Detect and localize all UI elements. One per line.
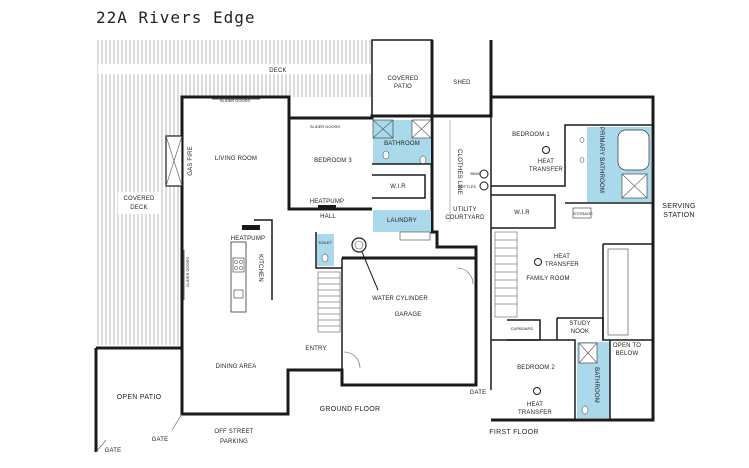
heat-transfer-family-label-2: TRANSFER [545, 262, 579, 268]
toilet [317, 234, 334, 266]
utility-courtyard-label: UTILITY [453, 207, 477, 213]
open-to-below-label: OPEN TO [613, 343, 641, 349]
first-floor-outline [491, 95, 655, 422]
covered-patio-label: COVERED [387, 76, 419, 82]
covered-patio-label-2: PATIO [394, 84, 412, 90]
storage-label: STORAGE [573, 211, 593, 216]
ground-wir-label: W.I.R [390, 184, 406, 190]
ground-bathroom-label: BATHROOM [384, 141, 420, 147]
laundry [373, 210, 431, 232]
covered-deck-label-2: DECK [130, 205, 147, 211]
covered-deck-label: COVERED [123, 196, 155, 202]
first-floor-stairs [494, 231, 518, 318]
open-to-below-label-2: BELOW [616, 351, 639, 357]
water-cylinder-symbol [351, 237, 367, 253]
off-street-parking-label-2: PARKING [220, 439, 248, 445]
dining-area-label: DINING AREA [216, 364, 257, 370]
laundry-label: LAUNDRY [387, 218, 417, 224]
heat-transfer-bed2-label: HEAT [527, 402, 543, 408]
first-bathroom-label: BATHROOM [593, 367, 599, 403]
cupboard-label: CUPBOARD [511, 326, 534, 331]
bedroom-3-walls [287, 118, 372, 211]
open-patio-label: OPEN PATIO [117, 394, 162, 401]
gate-corner-label: GATE [105, 448, 122, 454]
slider-doors-top-label: SLIDER DOORS [220, 98, 251, 103]
kitchen-bench [254, 219, 273, 300]
gate-patio-label: GATE [152, 437, 169, 443]
wir-walls [372, 163, 432, 199]
shed-label: SHED [453, 80, 471, 86]
bedroom-1-label: BEDROOM 1 [512, 132, 550, 138]
kitchen-island [230, 241, 247, 313]
first-wir-label: W.I.R [514, 210, 530, 216]
serving-station-label: SERVING [662, 203, 695, 210]
living-room-label: LIVING ROOM [215, 156, 257, 162]
bottles-label: BOTTLES [458, 184, 477, 189]
toilet-label: TOILET [318, 240, 332, 245]
covered-deck-area [96, 97, 182, 345]
kitchen-label: KITCHEN [257, 254, 263, 282]
heatpump-living-label: HEATPUMP [231, 236, 266, 242]
water-cylinder-label: WATER CYLINDER [372, 296, 428, 302]
serving-station-label-2: STATION [663, 212, 694, 219]
bins-label: BINS [470, 171, 480, 176]
shed [430, 40, 493, 118]
deck-label: DECK [269, 68, 286, 74]
bedroom-2-label: BEDROOM 2 [517, 365, 555, 371]
gas-fire-label: GAS FIRE [188, 146, 194, 176]
bins-icon [479, 169, 489, 179]
slider-doors-side-label: SLIDER DOORS [185, 257, 190, 288]
off-street-parking-label: OFF STREET [214, 429, 253, 435]
bedroom-3-label: BEDROOM 3 [314, 158, 352, 164]
study-nook-label-2: NOOK [571, 329, 589, 335]
heat-transfer-family-label: HEAT [554, 254, 570, 260]
plan-title: 22A Rivers Edge [96, 8, 256, 27]
study-nook-label: STUDY [569, 321, 590, 327]
family-room-label: FAMILY ROOM [526, 276, 569, 282]
primary-bathroom-label: PRIMARY BATHROOM [598, 127, 604, 193]
first-floor-label: FIRST FLOOR [489, 429, 538, 436]
heatpump-hall-label: HEATPUMP [310, 199, 345, 205]
clothes-line-label: CLOTHES LINE [456, 149, 462, 195]
gate-side-label: GATE [470, 390, 487, 396]
bottles-icon [479, 181, 489, 191]
entry-label: ENTRY [305, 346, 326, 352]
heat-transfer-bed1-label: HEAT [538, 159, 554, 165]
utility-courtyard-label-2: COURTYARD [445, 215, 485, 221]
heat-transfer-bed1-label-2: TRANSFER [529, 167, 563, 173]
garage-label: GARAGE [395, 312, 422, 318]
heat-transfer-bed2-label-2: TRANSFER [518, 410, 552, 416]
ground-floor-outline [180, 95, 478, 416]
ground-stairs [317, 271, 341, 333]
slider-doors-bed3-label: SLIDER DOORS [310, 124, 341, 129]
ground-floor-label: GROUND FLOOR [320, 406, 381, 413]
open-patio [94, 346, 184, 452]
hall-label: HALL [320, 214, 336, 220]
